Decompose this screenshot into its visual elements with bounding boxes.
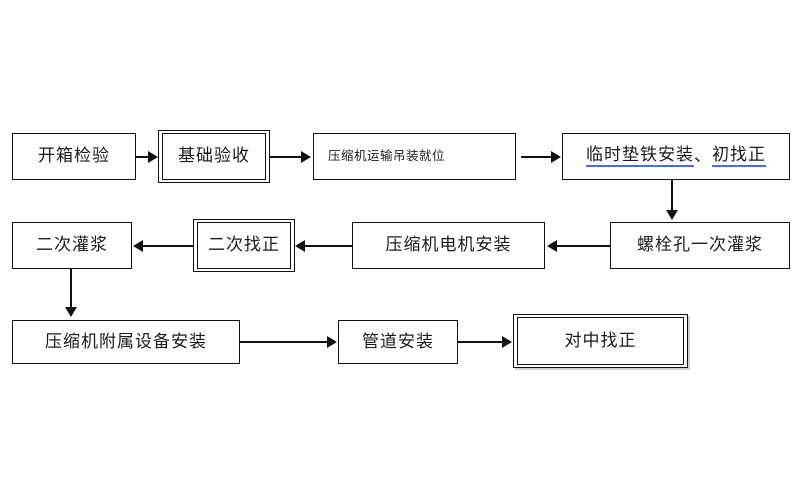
arrowhead-n1-n2 xyxy=(148,150,158,163)
arrowhead-n3-n4 xyxy=(551,150,561,163)
flow-node-compressor-auxiliary-equipment-install[interactable]: 压缩机附属设备安装 xyxy=(12,320,240,364)
flow-node-label: 开箱检验 xyxy=(38,146,110,166)
arrowhead-n5-n6 xyxy=(547,239,557,252)
flow-node-compressor-motor-install[interactable]: 压缩机电机安装 xyxy=(352,222,545,269)
arrowhead-n8-n9 xyxy=(65,307,77,317)
flow-node-label: 压缩机电机安装 xyxy=(385,235,512,255)
connector-n7-n8 xyxy=(143,244,193,247)
connector-n10-n11 xyxy=(458,341,504,343)
flow-node-label: 二次找正 xyxy=(208,235,280,255)
flow-node-label: 对中找正 xyxy=(564,330,637,350)
connector-n8-n9 xyxy=(70,269,72,309)
flow-node-label: 管道安装 xyxy=(362,331,434,351)
flow-node-secondary-grouting[interactable]: 二次灌浆 xyxy=(12,222,132,269)
flow-node-label: 基础验收 xyxy=(178,146,250,166)
flow-node-label-separator: 、 xyxy=(694,146,712,166)
flow-node-centering-alignment[interactable]: 对中找正 xyxy=(513,314,688,368)
connector-n4-n5 xyxy=(671,180,673,212)
flow-node-bolt-hole-primary-grouting[interactable]: 螺栓孔一次灌浆 xyxy=(610,222,790,269)
connector-n1-n2 xyxy=(136,155,150,158)
arrowhead-n7-n8 xyxy=(133,239,143,252)
flow-node-inner-frame: 二次找正 xyxy=(197,222,291,269)
connector-n2-n3 xyxy=(270,155,302,158)
flow-node-label: 二次灌浆 xyxy=(36,235,108,255)
arrowhead-n2-n3 xyxy=(301,150,311,163)
flow-node-label: 螺栓孔一次灌浆 xyxy=(637,235,763,255)
flow-node-foundation-acceptance[interactable]: 基础验收 xyxy=(158,130,270,183)
flow-node-temporary-shim-install-initial-alignment[interactable]: 临时垫铁安装、初找正 xyxy=(562,133,790,180)
flow-node-piping-install[interactable]: 管道安装 xyxy=(338,320,458,364)
flow-node-label: 压缩机附属设备安装 xyxy=(45,331,207,351)
arrowhead-n4-n5 xyxy=(666,210,678,220)
connector-n6-n7 xyxy=(305,244,352,247)
flow-node-label-part-2: 初找正 xyxy=(712,145,766,168)
flow-node-inner-frame: 基础验收 xyxy=(162,133,266,180)
connector-n9-n10 xyxy=(240,341,328,343)
flow-node-compressor-transport-hoisting[interactable]: 压缩机运输吊装就位 xyxy=(313,133,516,180)
arrowhead-n9-n10 xyxy=(327,336,337,348)
arrowhead-n10-n11 xyxy=(502,336,512,348)
flow-node-secondary-alignment[interactable]: 二次找正 xyxy=(193,219,295,272)
flow-node-label: 压缩机运输吊装就位 xyxy=(328,148,446,163)
connector-n5-n6 xyxy=(557,244,610,247)
flow-node-label-part-1: 临时垫铁安装 xyxy=(586,145,694,168)
flow-node-inner-frame: 对中找正 xyxy=(517,317,684,365)
flow-node-unpacking-inspection[interactable]: 开箱检验 xyxy=(12,133,136,180)
connector-n3-n4 xyxy=(521,155,554,158)
arrowhead-n6-n7 xyxy=(295,239,305,252)
